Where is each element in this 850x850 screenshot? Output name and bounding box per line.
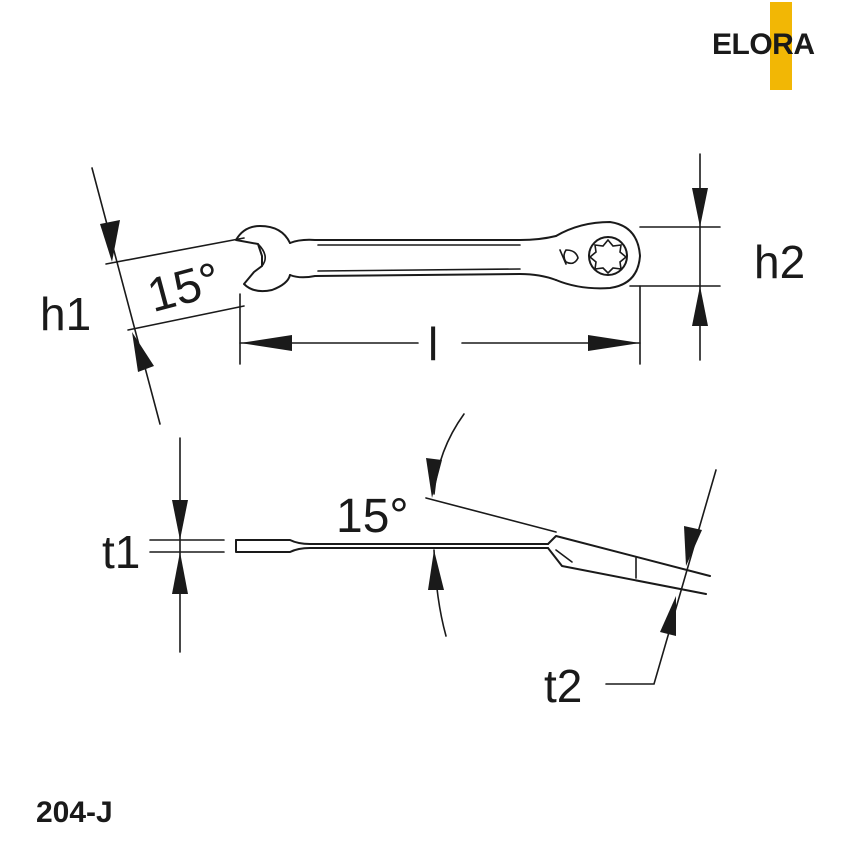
label-offset-angle: 15° <box>336 490 409 543</box>
offset-angle-arrow-top <box>426 458 442 498</box>
wrench-top-view <box>235 221 641 293</box>
h1-arrow-top <box>100 220 120 262</box>
dimension-offset-angle <box>425 413 557 637</box>
model-number: 204-J <box>36 796 113 829</box>
t2-arrow-top <box>684 526 702 566</box>
l-arrow-right <box>588 335 640 351</box>
dimension-t1 <box>149 437 225 653</box>
dimension-h1 <box>91 167 245 425</box>
l-arrow-left <box>240 335 292 351</box>
t1-arrow-bottom <box>172 552 188 594</box>
label-t2: t2 <box>544 660 582 712</box>
t1-arrow-top <box>172 500 188 540</box>
dimension-h2 <box>629 153 721 361</box>
h1-arrow-bottom <box>132 332 154 372</box>
label-h1: h1 <box>40 288 91 340</box>
t2-arrow-bottom <box>660 596 676 636</box>
dimension-l <box>239 285 641 365</box>
h2-arrow-top <box>692 188 708 227</box>
elora-logo: ELORA <box>712 2 826 90</box>
label-l: l <box>428 318 438 370</box>
offset-angle-arrow-bottom <box>428 550 444 590</box>
wrench-side-view <box>235 535 711 595</box>
label-t1: t1 <box>102 526 140 578</box>
label-h2: h2 <box>754 236 805 288</box>
logo-yellow-bar <box>770 2 792 90</box>
logo-wordmark: ELORA <box>712 28 815 61</box>
h2-arrow-bottom <box>692 286 708 326</box>
dimension-t2 <box>605 469 717 685</box>
